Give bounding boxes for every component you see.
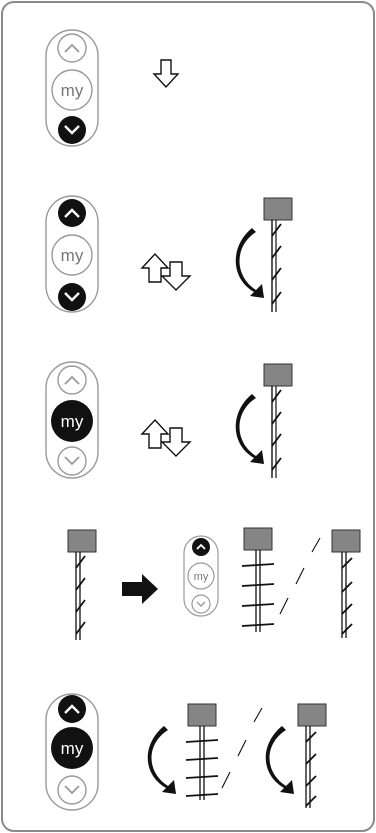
motor-box <box>331 529 361 553</box>
step-5: my <box>45 693 327 811</box>
svg-text:my: my <box>194 571 209 583</box>
motor-box <box>297 703 327 727</box>
divider-slash <box>279 537 321 615</box>
my-button: my <box>51 69 93 111</box>
svg-text:my: my <box>61 246 84 265</box>
my-button: my <box>51 234 93 276</box>
blind-illustration <box>235 363 293 478</box>
blind-open-slats <box>241 527 275 632</box>
remote-control: my <box>45 195 99 313</box>
up-down-arrows-icon <box>140 252 192 291</box>
my-button: my <box>51 727 93 769</box>
divider-slash <box>221 707 263 789</box>
up-button <box>192 538 210 556</box>
remote-control: my <box>45 29 99 147</box>
blind-closed-slats <box>331 529 361 638</box>
svg-text:my: my <box>61 739 84 758</box>
step-4: my <box>67 527 361 640</box>
blind-illustration <box>67 529 97 640</box>
step-3: my <box>45 361 293 479</box>
step-1: my <box>45 29 180 147</box>
up-button <box>57 33 87 63</box>
motor-box <box>187 703 217 727</box>
blind-closed-slats <box>265 703 327 808</box>
up-button <box>58 199 86 227</box>
blind-open-slats <box>147 703 219 800</box>
rotate-arrow-icon <box>235 228 264 298</box>
remote-control: my <box>183 535 219 617</box>
my-button: my <box>51 400 93 442</box>
svg-text:my: my <box>61 81 84 100</box>
up-button <box>58 695 86 723</box>
up-down-arrows-icon <box>140 418 192 457</box>
down-button <box>191 594 211 614</box>
down-button <box>57 775 87 805</box>
arrow-right-icon <box>122 574 158 604</box>
down-button <box>58 116 86 144</box>
step-2: my <box>45 195 293 313</box>
motor-box <box>263 363 293 387</box>
down-button <box>58 283 86 311</box>
my-button: my <box>187 562 215 590</box>
svg-text:my: my <box>61 412 84 431</box>
down-button <box>57 446 87 476</box>
motor-box <box>263 197 293 221</box>
remote-control: my <box>45 361 99 479</box>
blind-illustration <box>235 197 293 312</box>
down-arrow-icon <box>152 59 180 89</box>
motor-box <box>243 527 273 551</box>
rotate-arrow-icon <box>235 394 264 464</box>
motor-box <box>67 529 97 553</box>
rotate-arrow-icon <box>147 726 176 794</box>
up-button <box>57 365 87 395</box>
remote-control: my <box>45 693 99 811</box>
rotate-arrow-icon <box>265 726 294 794</box>
